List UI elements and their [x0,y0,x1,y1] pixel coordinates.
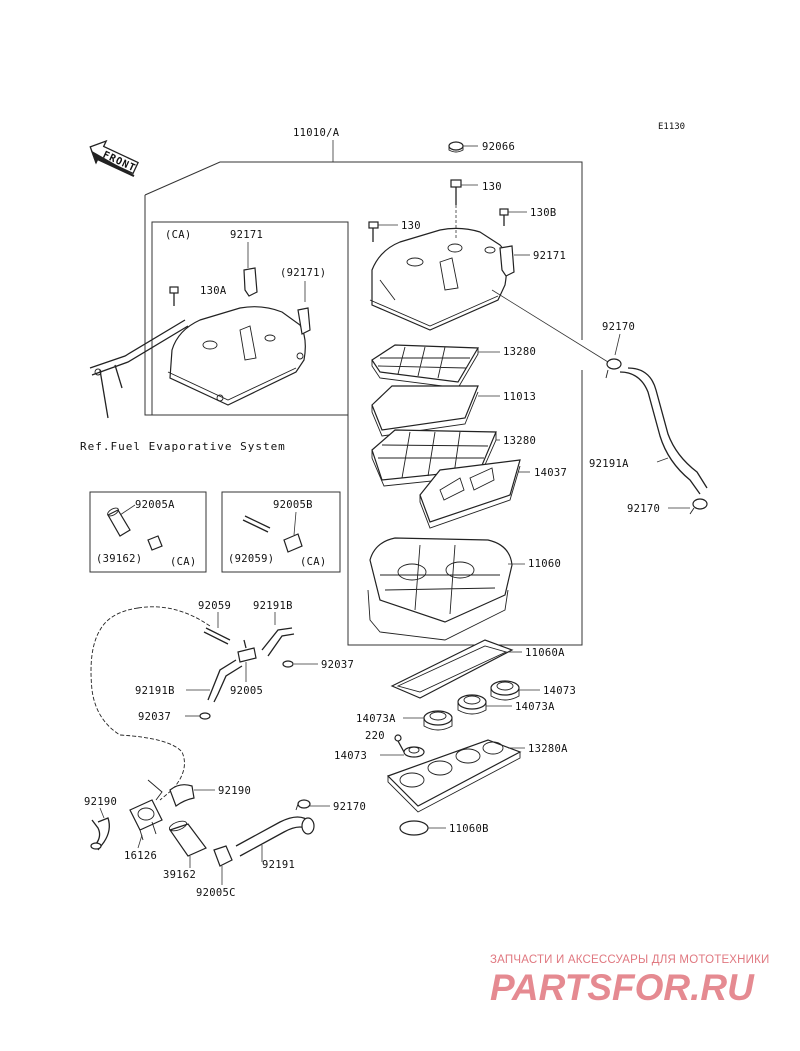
box-92005B [221,491,341,573]
pipe-92059-icon [242,515,303,553]
valve-16126 [129,779,163,841]
box-92005A [89,491,207,573]
label-92190-left: 92190 [84,796,117,808]
label-14073A-right: 14073A [515,701,555,713]
label-11060: 11060 [528,558,561,570]
label-16126: 16126 [124,850,157,862]
hose-92190-left [90,817,110,851]
label-92037-top: 92037 [321,659,354,671]
bolt-130-left-icon [368,221,379,242]
assembly-outline [144,140,583,646]
holder-14073-top [490,680,520,701]
holder-14073A-right [457,694,487,715]
hose-92191B-upper [261,627,295,657]
label-92190-right: 92190 [218,785,251,797]
label-92171-ca-paren: (92171) [280,267,326,279]
holder-14073-left [403,746,425,758]
bolt-130-top-icon [450,179,462,240]
label-39162: 39162 [163,869,196,881]
cap-92066-icon [448,141,464,153]
bolt-130A-icon [169,286,179,306]
diagram-code: E1130 [658,122,685,132]
label-92066: 92066 [482,141,515,153]
label-ca-a: (CA) [170,556,197,568]
oring-11060B [399,820,429,836]
plate-13280A [386,739,522,813]
label-92005C: 92005C [196,887,236,899]
label-92170-bottom: 92170 [627,503,660,515]
label-13280-mid: 13280 [503,435,536,447]
clamp-92170-top-icon [605,358,622,379]
bracket-92171-icon [499,245,515,277]
label-11013: 11013 [503,391,536,403]
label-14073A-left: 14073A [356,713,396,725]
label-11010A: 11010/A [293,127,340,139]
ca-cover [167,267,311,406]
clamp-92037-top-icon [282,660,294,668]
label-130A: 130A [200,285,227,297]
screw-220-icon [394,734,405,753]
clamp-92170-bottom-icon [689,498,708,515]
watermark-caption: ЗАПЧАСТИ И АКСЕССУАРЫ ДЛЯ МОТОТЕХНИКИ [490,954,770,966]
front-arrow-icon: FRONT [89,139,139,177]
label-13280-top: 13280 [503,346,536,358]
housing-11060 [367,537,513,641]
hose-routing-lower-left [90,606,211,801]
label-13280A: 13280A [528,743,568,755]
label-ca-b: (CA) [300,556,327,568]
label-130-top: 130 [482,181,502,193]
label-11060B: 11060B [449,823,489,835]
label-14037: 14037 [534,467,567,479]
fitting-39162-icon [107,507,163,551]
label-92005: 92005 [230,685,263,697]
label-92191: 92191 [262,859,295,871]
evap-bracket-icon [89,319,189,419]
watermark-brand: PARTSFOR.RU [490,967,755,1008]
label-130B: 130B [530,207,557,219]
label-92170-low: 92170 [333,801,366,813]
label-39162-paren: (39162) [96,553,142,565]
label-92059: 92059 [198,600,231,612]
label-92005A: 92005A [135,499,175,511]
tee-92005-icon [237,639,257,663]
label-14073-top: 14073 [543,685,576,697]
clamp-92037-bottom-icon [199,712,211,720]
label-220: 220 [365,730,385,742]
filter-14037 [419,459,521,529]
hose-92191B-lower [207,659,243,703]
air-cleaner-cover [369,227,508,331]
ca-variant-box [151,221,349,416]
label-92191B-bottom: 92191B [135,685,175,697]
label-92171-ca: 92171 [230,229,263,241]
label-92191B-top: 92191B [253,600,293,612]
label-92170-top: 92170 [602,321,635,333]
pipe-92059-lower-icon [203,627,231,645]
hose-92190-right [169,784,195,807]
label-14073-left: 14073 [334,750,367,762]
gasket-11060A [390,639,514,699]
reference-fuel-evaporative: Ref.Fuel Evaporative System [80,440,286,453]
elbow-92005C-icon [213,845,233,867]
label-ca-main: (CA) [165,229,192,241]
screen-13280-top [371,344,480,389]
hose-92191A [619,367,708,495]
label-11060A: 11060A [525,647,565,659]
label-92005B: 92005B [273,499,313,511]
label-92037-bottom: 92037 [138,711,171,723]
holder-14073A-left [423,710,453,731]
filter-element-11013 [371,385,479,437]
hose-92191 [235,816,315,857]
fitting-39162 [168,820,207,857]
label-92191A: 92191A [589,458,629,470]
bolt-130B-icon [499,208,509,226]
clamp-92170-low-icon [295,799,311,811]
label-130-left: 130 [401,220,421,232]
label-92059-paren: (92059) [228,553,274,565]
label-92171-right: 92171 [533,250,566,262]
